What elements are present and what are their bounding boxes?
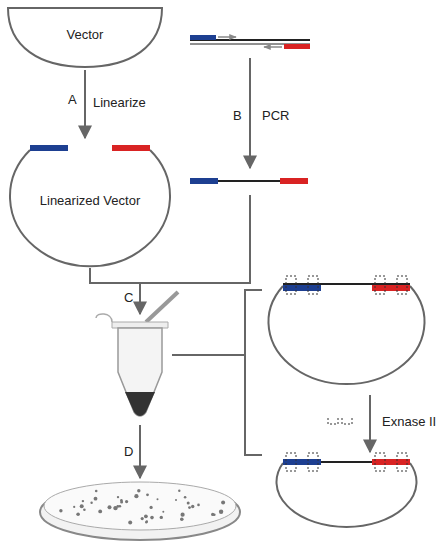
colony (141, 517, 144, 520)
colony (221, 500, 225, 504)
petri-dish (40, 482, 240, 540)
arrow-exnase (369, 395, 371, 452)
node-label: Linearized Vector (0, 193, 180, 208)
step-label: B (233, 108, 242, 123)
colony (162, 511, 164, 513)
tube (96, 292, 178, 416)
colony (117, 496, 119, 498)
step-label: C (124, 290, 133, 305)
colony (95, 490, 98, 493)
colony (116, 505, 119, 508)
enzyme-symbol (328, 418, 352, 424)
colony (82, 500, 84, 502)
colony (108, 505, 112, 509)
step-label: D (124, 444, 133, 459)
colony (219, 510, 223, 514)
pcr-template (190, 35, 310, 49)
colony (146, 520, 148, 522)
colony (144, 514, 148, 518)
recombined-plasmid (276, 453, 416, 527)
bracket (172, 290, 262, 455)
colony (128, 521, 132, 525)
colony (181, 513, 185, 517)
process-arrow (84, 70, 86, 138)
colony (160, 516, 163, 519)
step-label: Exnase II (382, 414, 436, 429)
linearized-vector: Linearized Vector (0, 138, 180, 266)
arrow-b (249, 58, 251, 168)
colony (76, 512, 80, 516)
node-label: Vector (5, 27, 165, 42)
annealed-plasmid (269, 276, 425, 384)
colony (178, 490, 180, 492)
colony (137, 489, 140, 492)
colony (125, 500, 128, 503)
colony (188, 506, 191, 509)
step-label: A (68, 92, 77, 107)
arrow-c (139, 283, 141, 314)
colony (120, 501, 123, 504)
colony (187, 502, 190, 505)
colony (90, 502, 92, 504)
merge-line (90, 195, 250, 283)
colony (94, 497, 98, 501)
colony (146, 493, 149, 496)
pcr-product (190, 178, 308, 184)
colony (175, 499, 177, 501)
colony (150, 516, 154, 520)
colony (180, 517, 184, 521)
colony (98, 510, 102, 514)
step-label: PCR (262, 108, 289, 123)
colony (197, 504, 200, 507)
colony (59, 509, 62, 512)
colony (134, 494, 138, 498)
colony (73, 506, 75, 508)
colony (213, 514, 216, 517)
colony (157, 498, 159, 500)
colony (80, 504, 84, 508)
vector-shape: Vector (5, 5, 165, 70)
arrow-d (139, 425, 141, 478)
colony (191, 505, 194, 508)
colony (184, 496, 187, 499)
colony (83, 509, 86, 512)
colony (145, 521, 147, 523)
edge-label: Linearize (93, 95, 146, 110)
colony (150, 506, 153, 509)
